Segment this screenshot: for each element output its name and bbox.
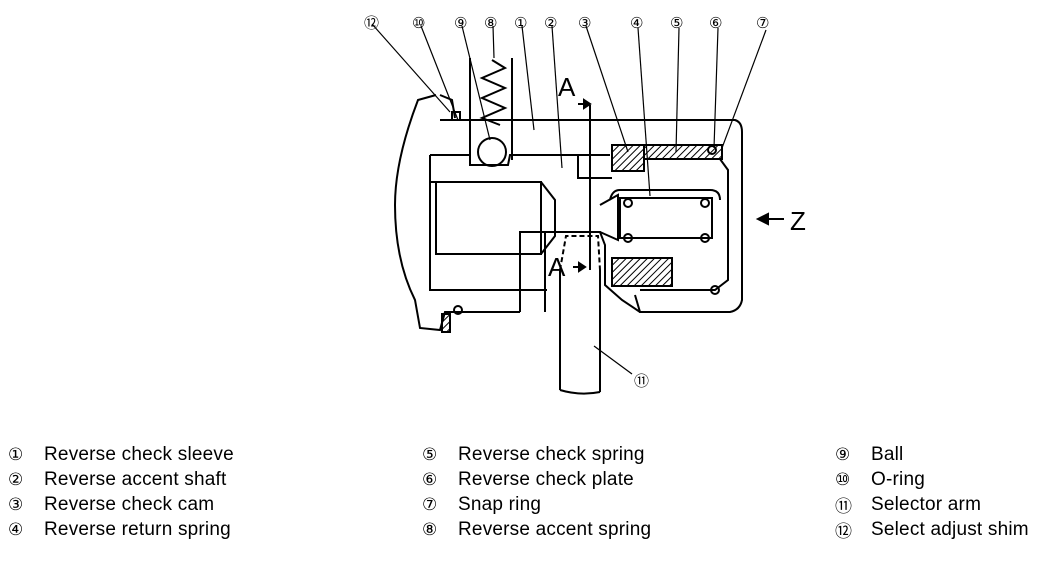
- ball-9: [477, 137, 507, 167]
- shim-12-bottom: [441, 313, 451, 333]
- callout-5: ⑤: [670, 14, 683, 32]
- inner-cavity: [430, 154, 610, 166]
- legend-number: ⑦: [422, 494, 438, 515]
- legend-text: Ball: [871, 443, 904, 465]
- legend-text: Reverse accent spring: [458, 518, 652, 540]
- callout-11: ⑪: [634, 372, 649, 390]
- legend-item: ⑩ O-ring: [835, 467, 1029, 492]
- callout-10: ⑩: [412, 14, 425, 32]
- o-ring-10: [451, 111, 461, 121]
- legend-number: ④: [8, 519, 24, 540]
- legend-number: ③: [8, 494, 24, 515]
- legend-text: Reverse check plate: [458, 468, 634, 490]
- legend-item: ⑥ Reverse check plate: [422, 467, 651, 492]
- legend-text: Snap ring: [458, 493, 542, 515]
- legend-number: ⑨: [835, 444, 851, 465]
- spring-8: [479, 59, 508, 126]
- shaft-body: [435, 181, 542, 255]
- callout-3: ③: [578, 14, 591, 32]
- legend-number: ②: [8, 469, 24, 490]
- callout-9: ⑨: [454, 14, 467, 32]
- legend-number: ①: [8, 444, 24, 465]
- legend-number: ⑪: [835, 497, 853, 517]
- callout-7: ⑦: [756, 14, 769, 32]
- legend-item: ③ Reverse check cam: [8, 492, 234, 517]
- legend-text: Reverse check spring: [458, 443, 645, 465]
- legend-number: ⑥: [422, 469, 438, 490]
- callout-2: ②: [544, 14, 557, 32]
- legend-text: Selector arm: [871, 493, 982, 515]
- legend-text: Select adjust shim: [871, 518, 1029, 540]
- legend-item: ② Reverse accent shaft: [8, 467, 234, 492]
- legend-item: ① Reverse check sleeve: [8, 442, 234, 467]
- housing-right: [519, 231, 546, 312]
- section-a-bottom-label: A: [548, 252, 566, 282]
- legend-item: ⑪ Selector arm: [835, 492, 1029, 518]
- legend-text: Reverse accent shaft: [44, 468, 227, 490]
- legend-item: ⑨ Ball: [835, 442, 1029, 467]
- legend-number: ⑤: [422, 444, 438, 465]
- legend-column-1: ① Reverse check sleeve ② Reverse accent sh…: [8, 442, 234, 542]
- legend-item: ⑦ Snap ring: [422, 492, 651, 517]
- legend-number: ⑧: [422, 519, 438, 540]
- legend-item: ④ Reverse return spring: [8, 517, 234, 542]
- legend-number: ⑩: [835, 469, 851, 490]
- callout-4: ④: [630, 14, 643, 32]
- legend-item: ⑤ Reverse check spring: [422, 442, 651, 467]
- callout-12: ⑫: [364, 14, 379, 32]
- housing-outline: [393, 94, 520, 332]
- legend-number: ⑫: [835, 522, 853, 542]
- callout-6: ⑥: [709, 14, 722, 32]
- callout-1: ①: [514, 14, 527, 32]
- legend-item: ⑫ Select adjust shim: [835, 517, 1029, 543]
- view-z-label: Z: [790, 206, 806, 236]
- return-spring-4: [619, 197, 713, 239]
- check-cam-3: [611, 144, 645, 172]
- callout-8: ⑧: [484, 14, 497, 32]
- legend-text: Reverse check cam: [44, 493, 215, 515]
- legend-column-2: ⑤ Reverse check spring ⑥ Reverse check pla…: [422, 442, 651, 542]
- selector-arm-11: [559, 270, 601, 392]
- legend-text: Reverse check sleeve: [44, 443, 234, 465]
- legend-column-3: ⑨ Ball ⑩ O-ring ⑪ Selector arm ⑫ Select adju…: [835, 442, 1029, 543]
- section-a-top-label: A: [558, 72, 576, 102]
- legend-text: O-ring: [871, 468, 925, 490]
- legend-text: Reverse return spring: [44, 518, 231, 540]
- legend-item: ⑧ Reverse accent spring: [422, 517, 651, 542]
